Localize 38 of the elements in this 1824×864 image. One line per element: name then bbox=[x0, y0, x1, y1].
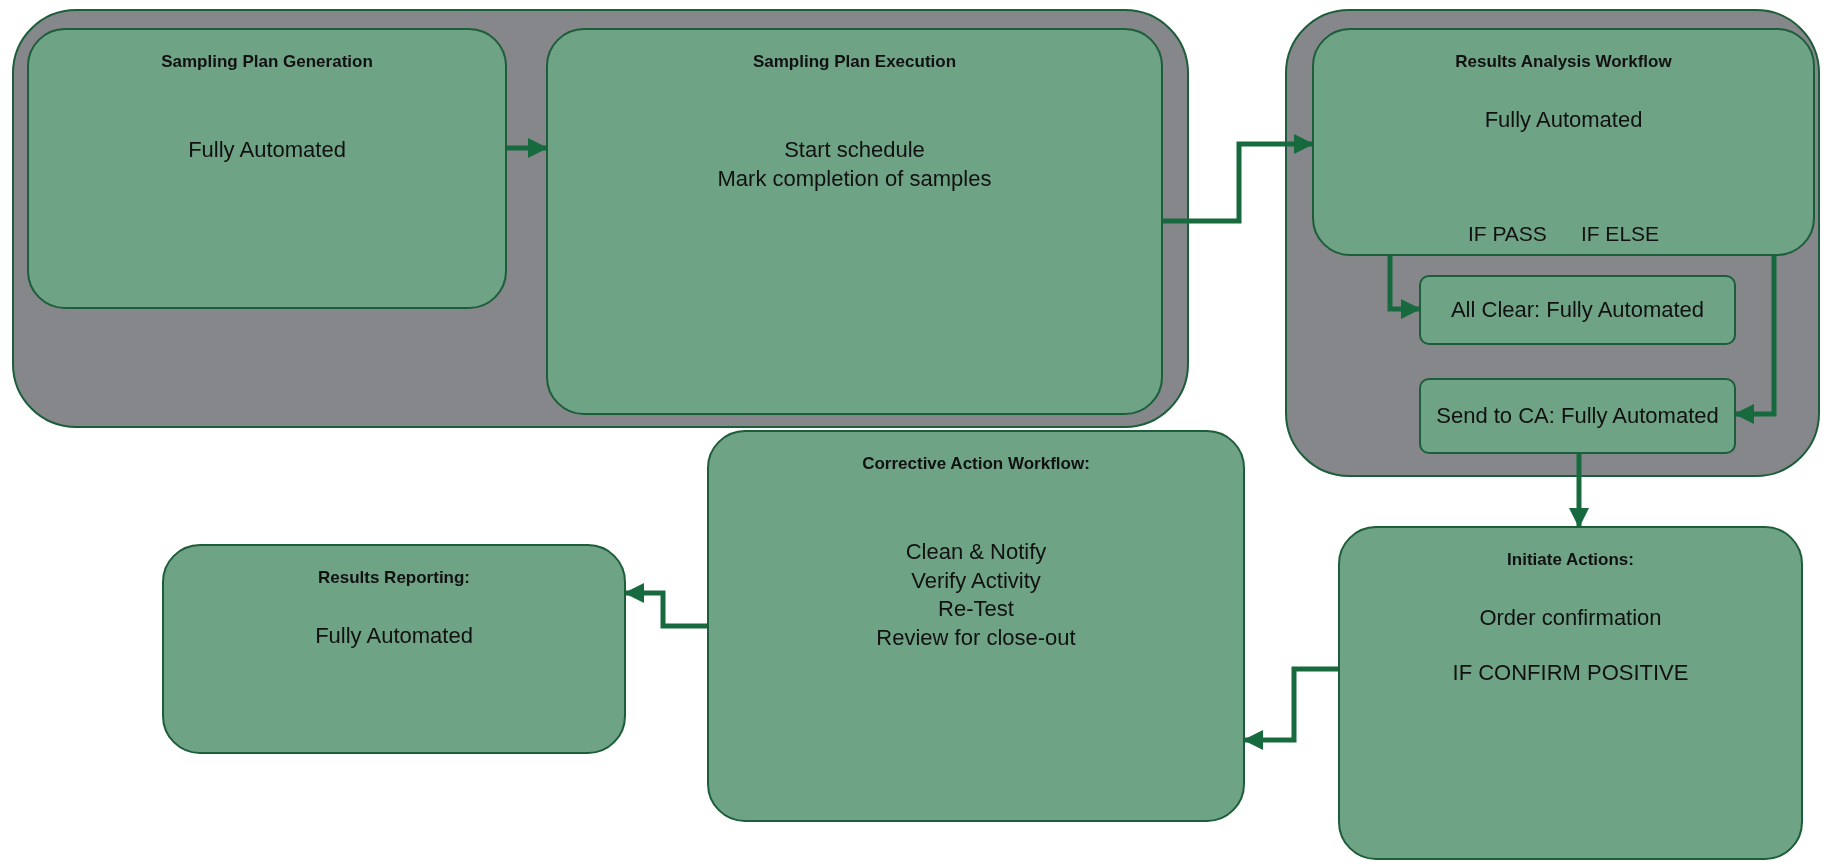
node-text: Fully Automated bbox=[188, 136, 346, 164]
node-text: Review for close-out bbox=[876, 623, 1076, 652]
node-text: Order confirmation bbox=[1479, 604, 1662, 632]
node-heading: Results Analysis Workflow bbox=[1455, 52, 1672, 72]
arrow bbox=[624, 583, 707, 629]
node-heading: Sampling Plan Execution bbox=[752, 52, 957, 72]
group-panel bbox=[12, 9, 1189, 428]
process-box bbox=[546, 28, 1163, 415]
condition-label: IF PASS bbox=[1467, 222, 1547, 246]
node-heading: Results Reporting: bbox=[317, 568, 471, 588]
arrow bbox=[507, 138, 548, 158]
node-text: Mark completion of samples bbox=[717, 164, 992, 193]
arrow bbox=[1163, 134, 1314, 224]
node-text: Clean & Notify bbox=[905, 538, 1047, 566]
process-box bbox=[1419, 378, 1736, 454]
node-heading: Corrective Action Workflow: bbox=[862, 454, 1090, 474]
process-box bbox=[162, 544, 626, 754]
process-box bbox=[27, 28, 507, 309]
process-box bbox=[707, 430, 1245, 822]
process-box bbox=[1312, 28, 1815, 256]
node-heading: Initiate Actions: bbox=[1507, 550, 1634, 570]
node-heading: Sampling Plan Generation bbox=[161, 52, 373, 72]
node-text: Verify Activity bbox=[911, 566, 1041, 595]
node-text: IF CONFIRM POSITIVE bbox=[1452, 658, 1689, 687]
condition-label: IF ELSE bbox=[1580, 222, 1660, 246]
process-box bbox=[1338, 526, 1803, 860]
arrow bbox=[1243, 666, 1338, 750]
node-text: All Clear: Fully Automated bbox=[1450, 295, 1705, 324]
node-text: Re-Test bbox=[938, 595, 1014, 624]
node-text: Start schedule bbox=[784, 136, 925, 164]
arrow bbox=[1734, 256, 1777, 424]
arrow bbox=[1387, 256, 1421, 319]
process-box bbox=[1419, 275, 1736, 345]
node-text: Fully Automated bbox=[1484, 106, 1643, 134]
node-text: Fully Automated bbox=[315, 622, 473, 650]
node-text: Send to CA: Fully Automated bbox=[1436, 401, 1719, 430]
arrow bbox=[1569, 454, 1589, 528]
group-panel bbox=[1285, 9, 1820, 477]
